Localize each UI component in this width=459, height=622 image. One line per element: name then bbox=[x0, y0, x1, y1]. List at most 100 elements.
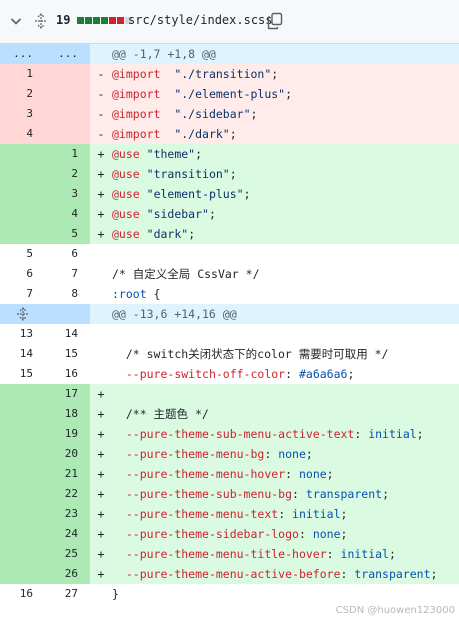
old-line-number[interactable] bbox=[0, 224, 45, 244]
old-line-number[interactable] bbox=[0, 444, 45, 464]
new-line-number[interactable]: 7 bbox=[45, 264, 90, 284]
new-line-number[interactable]: 14 bbox=[45, 324, 90, 344]
old-line-number[interactable] bbox=[0, 184, 45, 204]
new-line-number[interactable]: 19 bbox=[45, 424, 90, 444]
code-token bbox=[112, 467, 126, 481]
new-line-number[interactable] bbox=[45, 104, 90, 124]
old-line-number[interactable]: 15 bbox=[0, 364, 45, 384]
code-token: : bbox=[340, 567, 355, 581]
old-line-number[interactable]: 3 bbox=[0, 104, 45, 124]
code-token: /** 主题色 */ bbox=[125, 407, 209, 421]
old-line-number[interactable]: 2 bbox=[0, 84, 45, 104]
diff-sign bbox=[90, 284, 112, 304]
new-line-number[interactable]: 16 bbox=[45, 364, 90, 384]
file-name[interactable]: src/style/index.scss bbox=[128, 13, 273, 27]
diffstat-square bbox=[93, 17, 100, 24]
code-line: @import "./transition"; bbox=[112, 64, 459, 84]
code-line: @@ -13,6 +14,16 @@ bbox=[112, 304, 459, 324]
old-line-number[interactable]: 16 bbox=[0, 584, 45, 604]
new-line-number[interactable]: 15 bbox=[45, 344, 90, 364]
old-line-number[interactable] bbox=[0, 424, 45, 444]
new-line-number[interactable]: 22 bbox=[45, 484, 90, 504]
diff-sign: + bbox=[90, 464, 112, 484]
old-line-number[interactable]: 14 bbox=[0, 344, 45, 364]
code-token: : bbox=[285, 467, 299, 481]
old-line-number[interactable] bbox=[0, 204, 45, 224]
diff-sign: + bbox=[90, 144, 112, 164]
new-line-number[interactable]: 23 bbox=[45, 504, 90, 524]
code-token: "element-plus" bbox=[146, 187, 244, 201]
new-line-number[interactable] bbox=[45, 124, 90, 144]
code-token: ; bbox=[271, 67, 279, 81]
chevron-down-icon[interactable] bbox=[8, 13, 24, 29]
code-token: : bbox=[278, 507, 293, 521]
old-line-number[interactable] bbox=[0, 404, 45, 424]
code-token: @import bbox=[112, 107, 161, 121]
code-token: transparent bbox=[354, 567, 431, 581]
code-token: initial bbox=[292, 507, 341, 521]
new-line-number[interactable]: 26 bbox=[45, 564, 90, 584]
new-line-number[interactable]: ... bbox=[45, 44, 90, 64]
old-line-number[interactable] bbox=[0, 384, 45, 404]
expand-lines-icon[interactable] bbox=[16, 307, 30, 321]
old-line-number[interactable] bbox=[0, 144, 45, 164]
old-line-number[interactable]: 5 bbox=[0, 244, 45, 264]
new-line-number[interactable] bbox=[45, 304, 90, 324]
new-line-number[interactable]: 17 bbox=[45, 384, 90, 404]
old-line-number[interactable] bbox=[0, 544, 45, 564]
new-line-number[interactable]: 27 bbox=[45, 584, 90, 604]
code-token bbox=[112, 367, 126, 381]
old-line-number[interactable]: ... bbox=[0, 44, 45, 64]
code-token bbox=[112, 547, 126, 561]
code-token: @import bbox=[112, 87, 161, 101]
new-line-number[interactable]: 3 bbox=[45, 184, 90, 204]
diff-line: 5+@use "dark"; bbox=[0, 224, 459, 244]
old-line-number[interactable] bbox=[0, 484, 45, 504]
old-line-number[interactable]: 6 bbox=[0, 264, 45, 284]
code-token: "./transition" bbox=[174, 67, 272, 81]
diff-sign: + bbox=[90, 404, 112, 424]
code-token: initial bbox=[368, 427, 417, 441]
code-token bbox=[112, 567, 126, 581]
code-line: @import "./sidebar"; bbox=[112, 104, 459, 124]
code-token: ; bbox=[340, 507, 348, 521]
old-line-number[interactable] bbox=[0, 504, 45, 524]
diff-sign bbox=[90, 584, 112, 604]
diff-line: 3-@import "./sidebar"; bbox=[0, 104, 459, 124]
old-line-number[interactable] bbox=[0, 524, 45, 544]
code-token: : bbox=[285, 367, 299, 381]
new-line-number[interactable]: 1 bbox=[45, 144, 90, 164]
old-line-number[interactable]: 1 bbox=[0, 64, 45, 84]
new-line-number[interactable]: 8 bbox=[45, 284, 90, 304]
code-line: @use "theme"; bbox=[112, 144, 459, 164]
new-line-number[interactable]: 24 bbox=[45, 524, 90, 544]
code-token bbox=[160, 107, 174, 121]
code-line: @use "sidebar"; bbox=[112, 204, 459, 224]
code-token bbox=[112, 447, 126, 461]
copy-icon[interactable] bbox=[267, 12, 283, 30]
new-line-number[interactable]: 25 bbox=[45, 544, 90, 564]
old-line-number[interactable] bbox=[0, 564, 45, 584]
old-line-number[interactable] bbox=[0, 164, 45, 184]
code-token bbox=[160, 127, 174, 141]
new-line-number[interactable]: 18 bbox=[45, 404, 90, 424]
code-token bbox=[160, 87, 174, 101]
new-line-number[interactable] bbox=[45, 64, 90, 84]
old-line-number[interactable]: 13 bbox=[0, 324, 45, 344]
old-line-number[interactable]: 4 bbox=[0, 124, 45, 144]
code-line: --pure-theme-sidebar-logo: none; bbox=[112, 524, 459, 544]
old-line-number[interactable] bbox=[0, 304, 45, 324]
code-token: ; bbox=[195, 147, 203, 161]
expand-all-icon[interactable] bbox=[34, 13, 48, 29]
new-line-number[interactable]: 21 bbox=[45, 464, 90, 484]
new-line-number[interactable]: 4 bbox=[45, 204, 90, 224]
new-line-number[interactable]: 20 bbox=[45, 444, 90, 464]
new-line-number[interactable] bbox=[45, 84, 90, 104]
new-line-number[interactable]: 5 bbox=[45, 224, 90, 244]
new-line-number[interactable]: 6 bbox=[45, 244, 90, 264]
new-line-number[interactable]: 2 bbox=[45, 164, 90, 184]
old-line-number[interactable] bbox=[0, 464, 45, 484]
old-line-number[interactable]: 7 bbox=[0, 284, 45, 304]
